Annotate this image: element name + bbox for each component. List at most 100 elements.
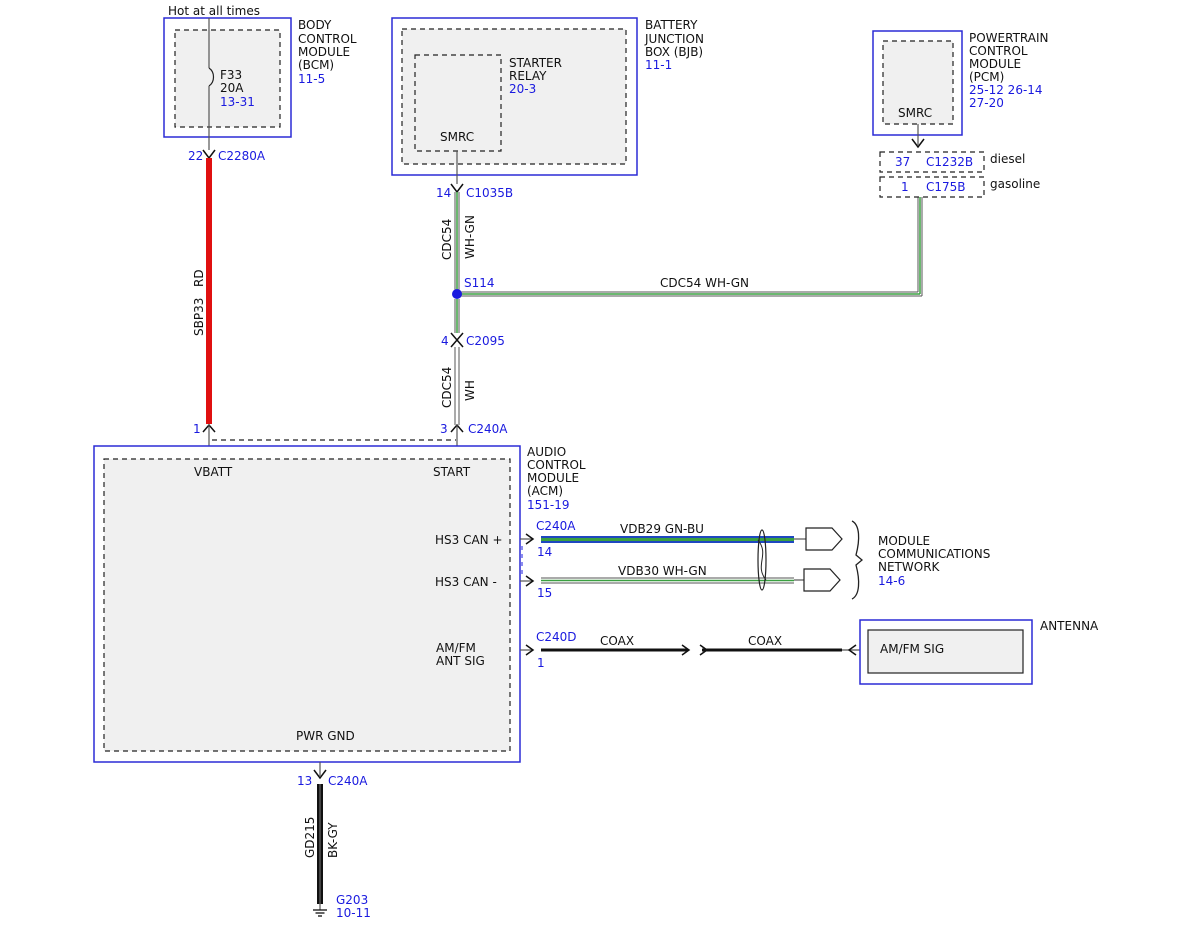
- gnd-connector[interactable]: C240A: [328, 774, 368, 788]
- acm-name-3: MODULE: [527, 471, 579, 485]
- pcm-ref-1[interactable]: 25-12 26-14: [969, 83, 1043, 97]
- pcm-diesel-connector[interactable]: C1232B: [926, 155, 973, 169]
- cdc54-upper-color: WH-GN: [463, 215, 477, 259]
- bjb-connector[interactable]: C1035B: [466, 186, 513, 200]
- bcm-ref[interactable]: 11-5: [298, 72, 325, 86]
- pcm-name-4: (PCM): [969, 70, 1004, 84]
- antenna-module: AM/FM SIG ANTENNA: [859, 619, 1099, 685]
- ground-symbol-icon: [313, 909, 327, 917]
- fuse-symbol: [208, 67, 215, 87]
- fuse-name: F33: [220, 68, 242, 82]
- pwr-gnd-label: PWR GND: [296, 729, 355, 743]
- hs3-can-minus: HS3 CAN -: [435, 575, 497, 589]
- pcm-gas-connector[interactable]: C175B: [926, 180, 966, 194]
- gnd-pin: 13: [297, 774, 312, 788]
- ground-ref[interactable]: 10-11: [336, 906, 371, 920]
- wire-cdc54-lower: 4 C2095 CDC54 WH: [440, 299, 505, 425]
- bjb-smrc: SMRC: [440, 130, 474, 144]
- bcm-connector[interactable]: C2280A: [218, 149, 266, 163]
- module-communications-network: MODULE COMMUNICATIONS NETWORK 14-6: [851, 520, 990, 600]
- start-label: START: [433, 465, 471, 479]
- wire-coax: C240D 1 COAX COAX: [520, 630, 868, 670]
- amfm-ant-sig-1: AM/FM: [436, 641, 476, 655]
- pcm-ref-2[interactable]: 27-20: [969, 96, 1004, 110]
- starter-relay-1: STARTER: [509, 56, 562, 70]
- hs3-minus-pin: 15: [537, 586, 552, 600]
- brace: [851, 520, 864, 600]
- pcm-module: SMRC POWERTRAIN CONTROL MODULE (PCM) 25-…: [872, 30, 1049, 198]
- bcm-name-3: MODULE: [298, 45, 350, 59]
- bcm-name-2: CONTROL: [298, 32, 357, 46]
- bcm-pin: 22: [188, 149, 203, 163]
- bcm-name-1: BODY: [298, 18, 332, 32]
- wire-sbp33: SBP33 RD: [192, 158, 212, 424]
- bjb-name-2: JUNCTION: [644, 32, 704, 46]
- twisted-pair-symbol: [757, 529, 767, 591]
- can-connector-label[interactable]: C240A: [536, 519, 576, 533]
- bjb-connector-symbol: [450, 183, 464, 194]
- gnd-connector-symbol: [313, 769, 327, 780]
- cdc54-lower-color: WH: [463, 380, 477, 401]
- bcm-module: Hot at all times F33 20A 13-31 BODY CONT…: [163, 4, 357, 163]
- pcm-name-3: MODULE: [969, 57, 1021, 71]
- start-pin: 3: [440, 422, 448, 436]
- c2095-pin: 4: [441, 334, 449, 348]
- acm-name-2: CONTROL: [527, 458, 586, 472]
- vdb29-label: VDB29 GN-BU: [620, 522, 704, 536]
- vbatt-label: VBATT: [194, 465, 233, 479]
- wire-cdc54-horizontal: CDC54 WH-GN S114: [452, 197, 923, 299]
- starter-relay-2: RELAY: [509, 69, 547, 83]
- network-ref[interactable]: 14-6: [878, 574, 905, 588]
- hs3-plus-pin: 14: [537, 545, 552, 559]
- antenna-name: ANTENNA: [1040, 619, 1099, 633]
- amfm-ant-sig-2: ANT SIG: [436, 654, 485, 668]
- cdc54-upper-circuit: CDC54: [440, 219, 454, 260]
- gd215-circuit: GD215: [303, 817, 317, 858]
- network-line-3: NETWORK: [878, 560, 941, 574]
- bjb-name-1: BATTERY: [645, 18, 698, 32]
- network-connector-minus: [803, 568, 841, 592]
- bcm-name-4: (BCM): [298, 58, 334, 72]
- can-connector: C240A 14 15: [521, 519, 576, 600]
- coax-inline-connector: [681, 644, 691, 656]
- pcm-diesel-label: diesel: [990, 152, 1025, 166]
- fuse-ref[interactable]: 13-31: [220, 95, 255, 109]
- amfm-connector[interactable]: C240D: [536, 630, 577, 644]
- wire-vdb29: VDB29 GN-BU: [520, 522, 843, 551]
- cdc54-horizontal-label: CDC54 WH-GN: [660, 276, 749, 290]
- bjb-module: STARTER RELAY 20-3 SMRC BATTERY JUNCTION…: [391, 17, 704, 200]
- cdc54-lower-circuit: CDC54: [440, 367, 454, 408]
- bjb-ref[interactable]: 11-1: [645, 58, 672, 72]
- gd215-color: BK-GY: [326, 822, 340, 858]
- c2095-connector[interactable]: C2095: [466, 334, 505, 348]
- bjb-pin: 14: [436, 186, 451, 200]
- network-connector-plus: [805, 527, 843, 551]
- vdb30-label: VDB30 WH-GN: [618, 564, 707, 578]
- c2095-connector-symbol: [450, 332, 464, 348]
- amfm-pin: 1: [537, 656, 545, 670]
- pcm-smrc: SMRC: [898, 106, 932, 120]
- hs3-can-plus: HS3 CAN +: [435, 533, 503, 547]
- ground-name[interactable]: G203: [336, 893, 368, 907]
- pcm-name-2: CONTROL: [969, 44, 1028, 58]
- bjb-name-3: BOX (BJB): [645, 45, 703, 59]
- sbp33-circuit: SBP33: [192, 298, 206, 336]
- acm-name-4: (ACM): [527, 484, 563, 498]
- acm-ref[interactable]: 151-19: [527, 498, 570, 512]
- wire-vdb30: VDB30 WH-GN: [520, 564, 841, 592]
- acm-module: 1 3 C240A VBATT START AUDIO CONTROL MODU…: [93, 422, 586, 763]
- fuse-rating: 20A: [220, 81, 244, 95]
- vbatt-pin: 1: [193, 422, 201, 436]
- start-connector[interactable]: C240A: [468, 422, 508, 436]
- pcm-gas-label: gasoline: [990, 177, 1040, 191]
- pcm-name-1: POWERTRAIN: [969, 31, 1049, 45]
- wire-gd215: 13 C240A GD215 BK-GY G203 10-11: [297, 762, 371, 920]
- acm-name-1: AUDIO: [527, 445, 566, 459]
- wire-cdc54-upper: CDC54 WH-GN: [440, 192, 477, 294]
- splice-label[interactable]: S114: [464, 276, 495, 290]
- starter-relay-ref[interactable]: 20-3: [509, 82, 536, 96]
- hot-at-all-times-label: Hot at all times: [168, 4, 260, 18]
- coax-right-label: COAX: [748, 634, 782, 648]
- network-line-1: MODULE: [878, 534, 930, 548]
